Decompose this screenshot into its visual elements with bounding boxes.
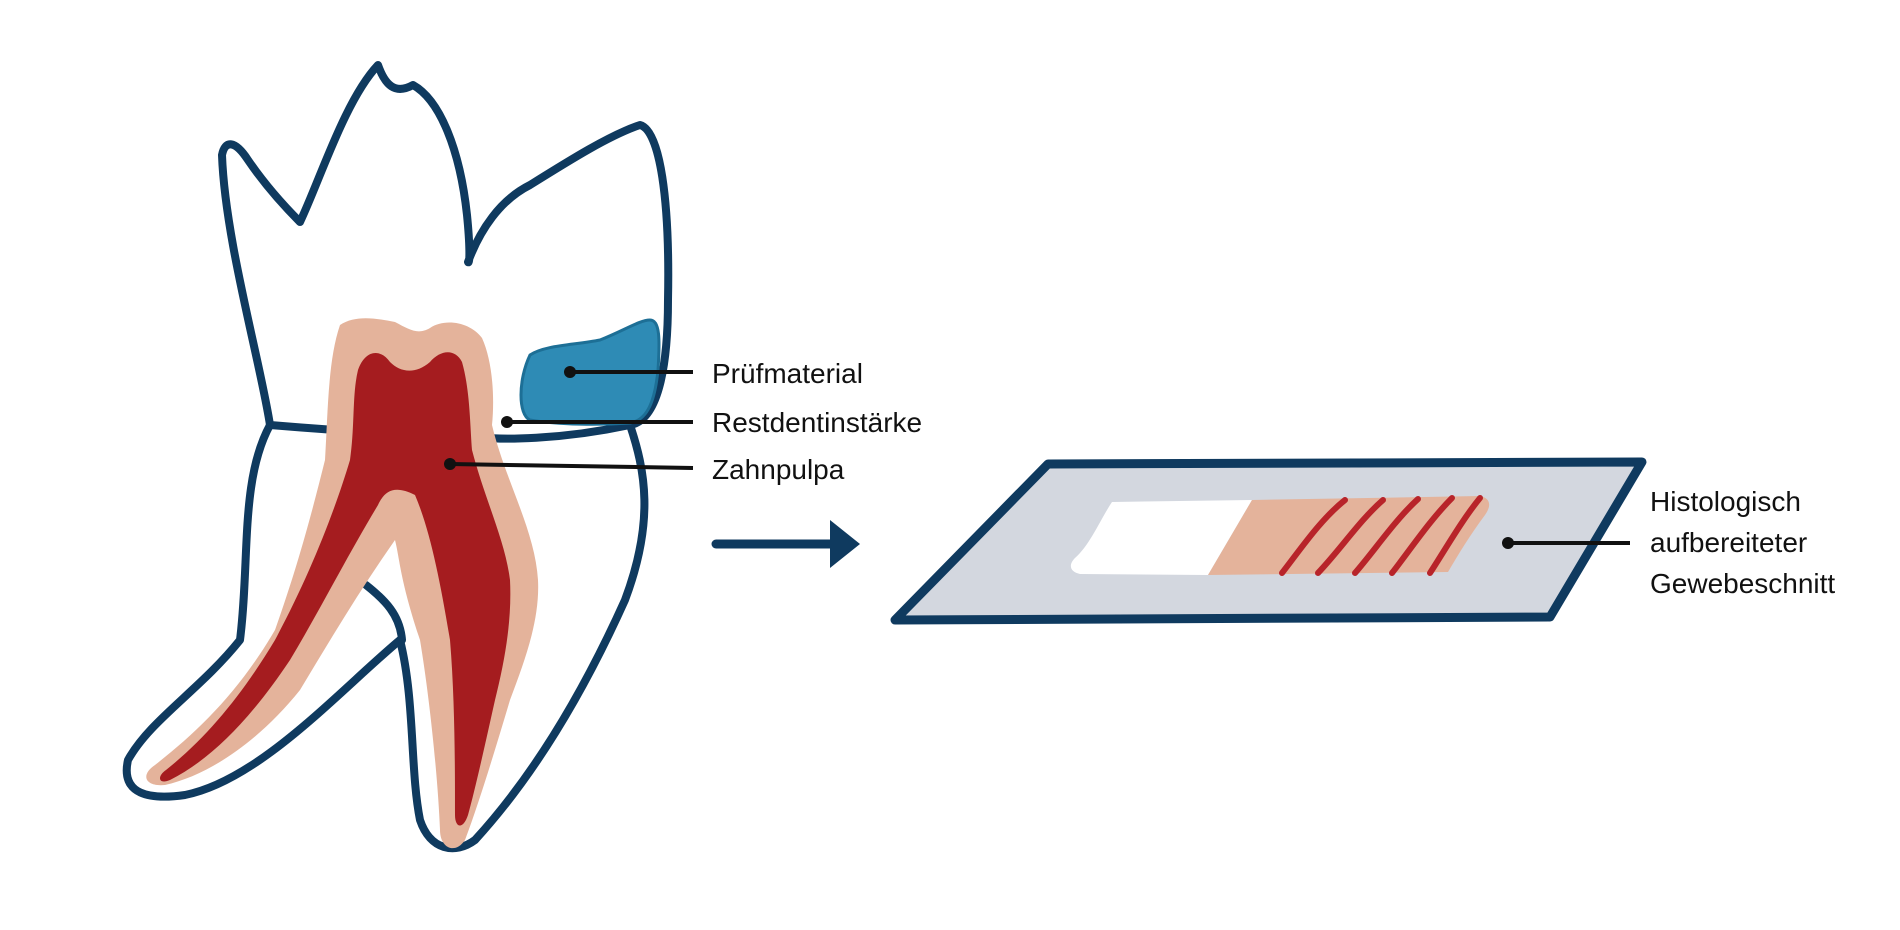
label-histology-line-1: Histologisch [1650,486,1801,517]
root-furcation-line [362,581,406,644]
label-residual-dentin: Restdentinstärke [712,407,922,438]
dental-pulp [160,352,511,826]
tissue-section-stripes [1279,495,1483,576]
label-histology-line-3: Gewebeschnitt [1650,568,1835,599]
leader-dot-histology-section [1502,537,1514,549]
microscope-slide [890,457,1647,625]
tooth-leader-lines [444,366,694,470]
label-test-material: Prüfmaterial [712,358,863,389]
leader-pulp [449,462,694,470]
label-histology-section: Histologisch aufbereiteter Gewebeschnitt [1650,486,1835,599]
process-arrow [711,520,860,568]
leader-dot-pulp [444,458,456,470]
slide-white-area [1070,500,1252,575]
tooth-illustration [122,61,673,853]
label-histology-line-2: aufbereiteter [1650,527,1807,558]
label-pulp: Zahnpulpa [712,454,845,485]
leader-dot-residual-dentin [501,416,513,428]
leader-dot-test-material [564,366,576,378]
